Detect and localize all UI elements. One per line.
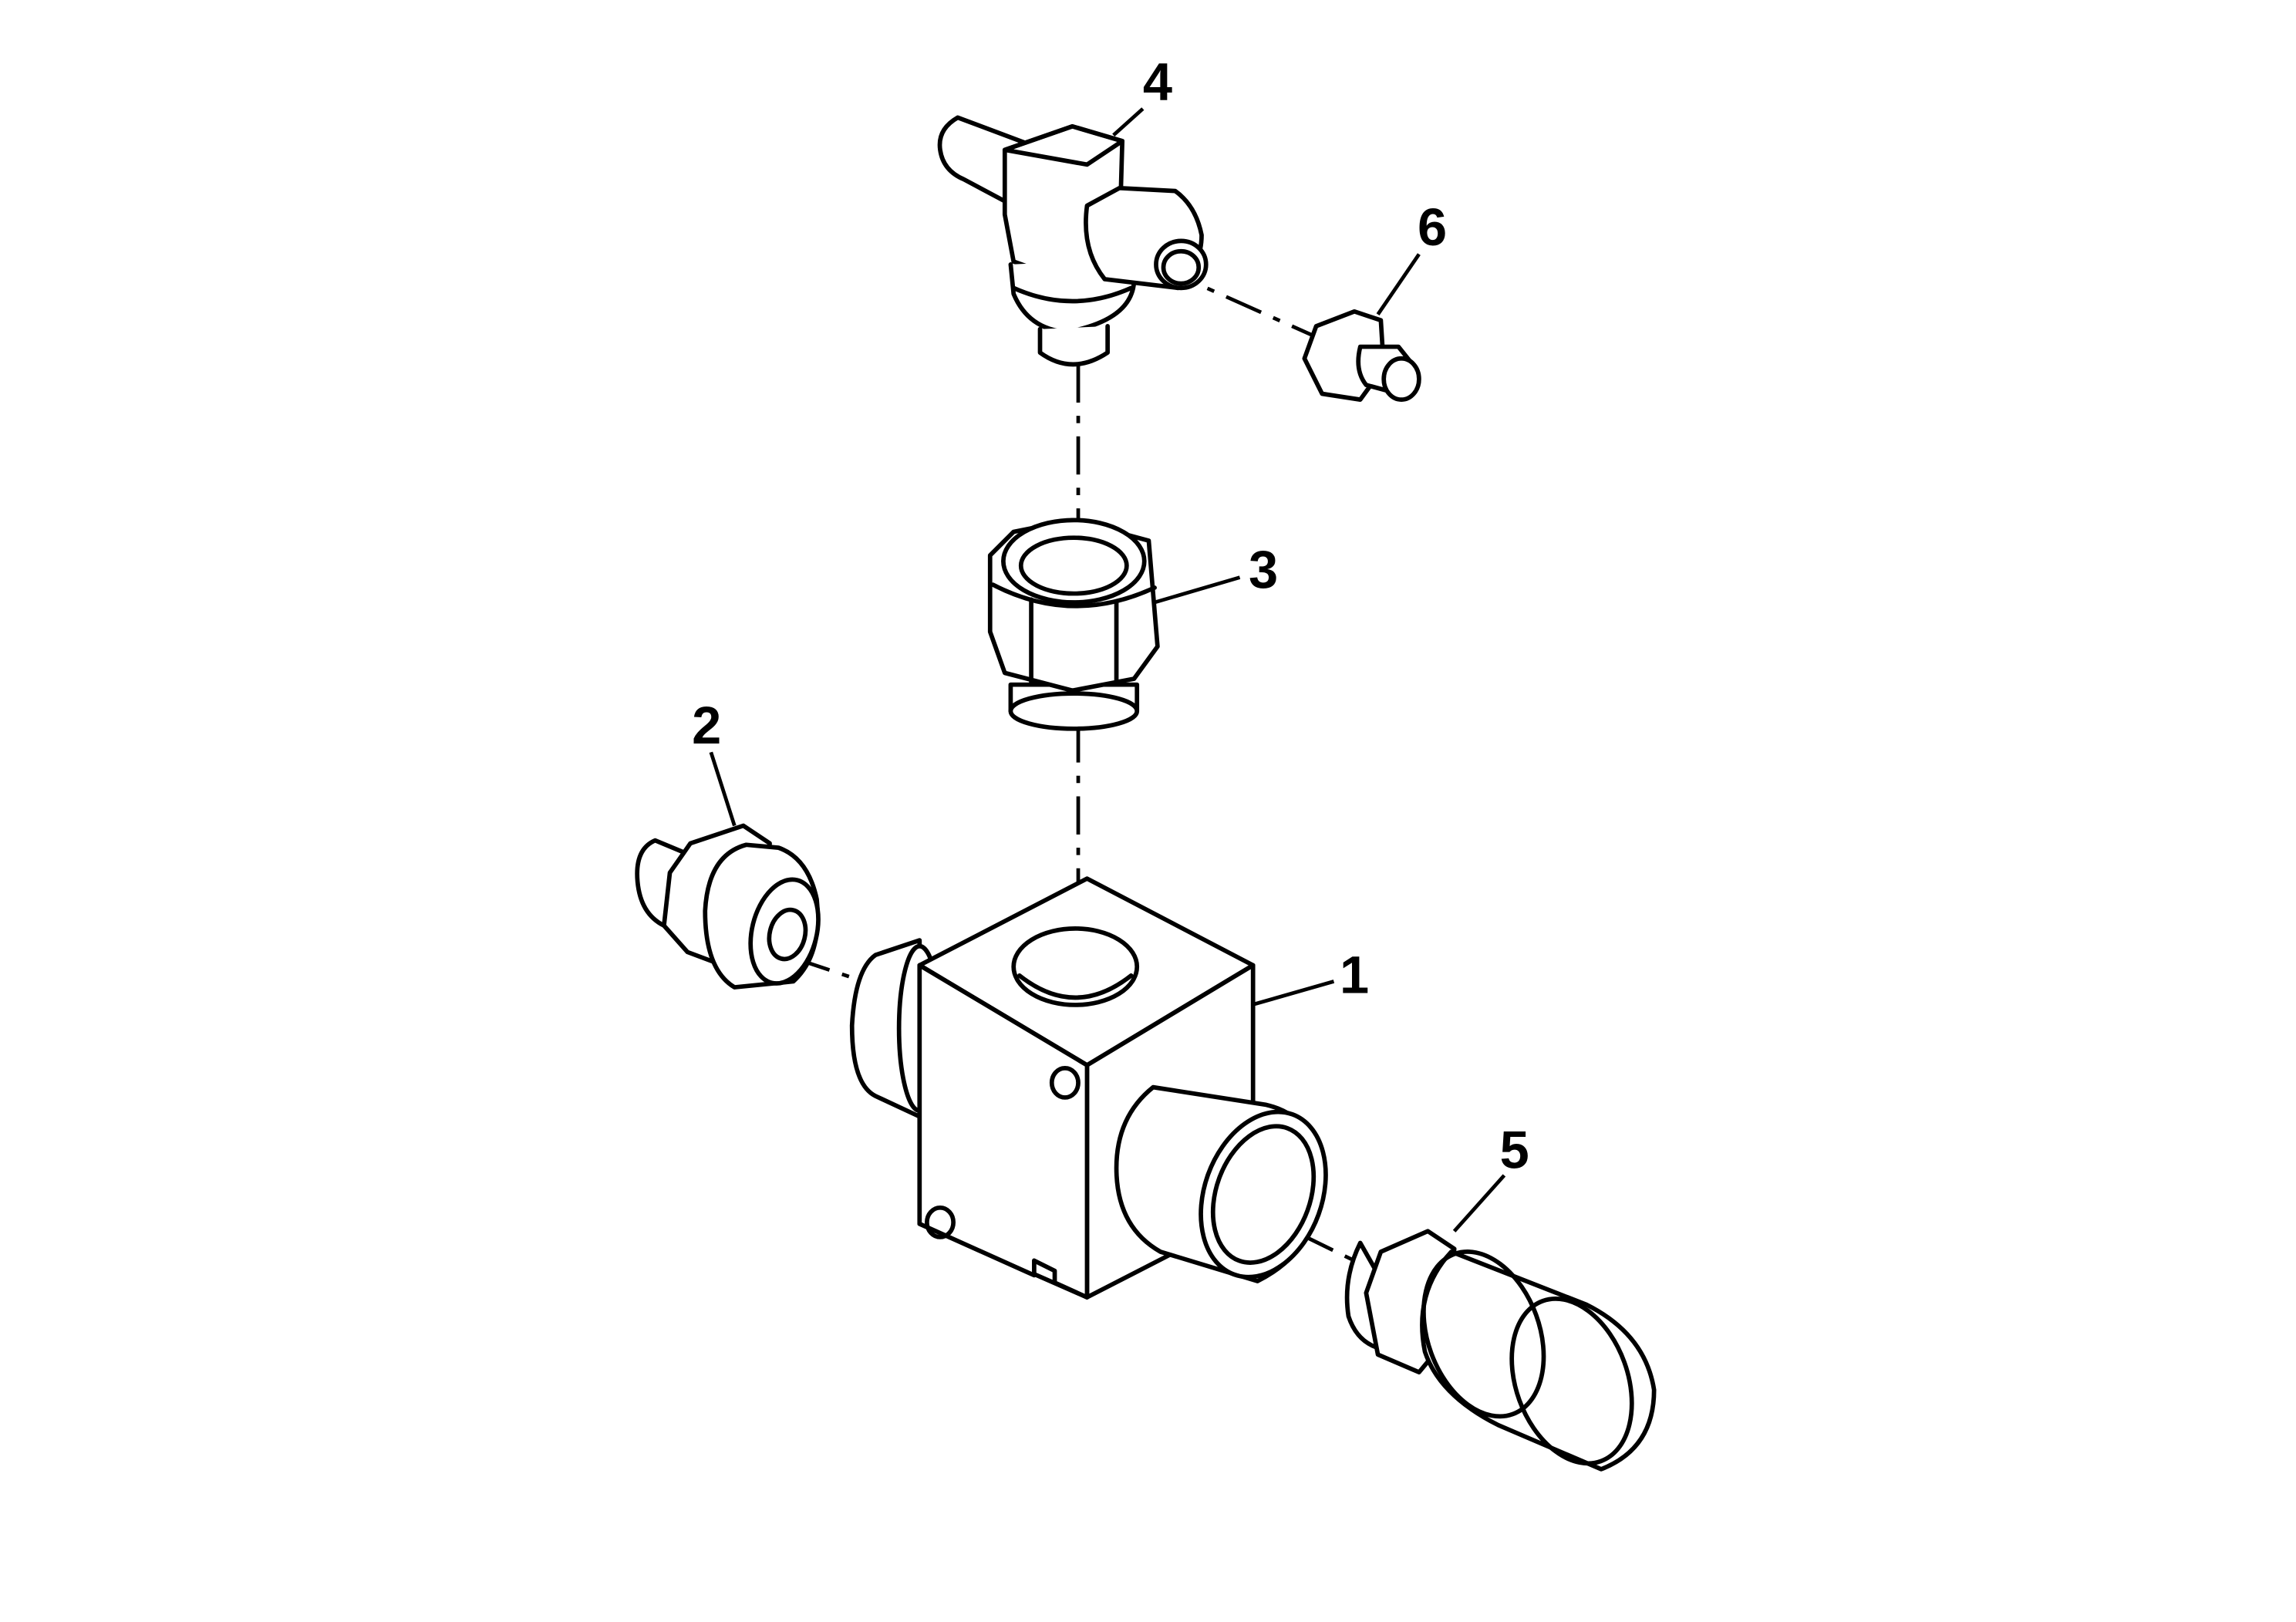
part-6-small-plug [1302,309,1421,402]
callout-5: 5 [1500,1120,1529,1179]
part-2-fitting [635,823,821,990]
callout-2: 2 [692,696,721,755]
callout-6: 6 [1418,197,1447,257]
leader-lines [709,107,1506,1233]
part-5-plug [1344,1229,1657,1472]
part-3-hex-adapter [987,518,1160,731]
part-1-valve-block [849,876,1328,1300]
part-4-tee-fitting [937,115,1209,367]
callout-1: 1 [1340,946,1369,1005]
callout-4: 4 [1143,52,1172,112]
callout-3: 3 [1249,540,1278,599]
